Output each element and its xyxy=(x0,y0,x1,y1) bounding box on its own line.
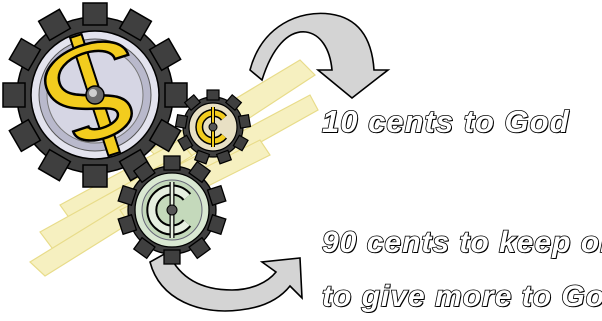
keep-caption-line-1: 90 cents to keep or xyxy=(322,228,602,258)
cent-gear-medium-icon xyxy=(118,156,226,264)
keep-caption-line-2: to give more to God xyxy=(322,282,602,312)
tithe-caption: 10 cents to God xyxy=(322,106,570,137)
